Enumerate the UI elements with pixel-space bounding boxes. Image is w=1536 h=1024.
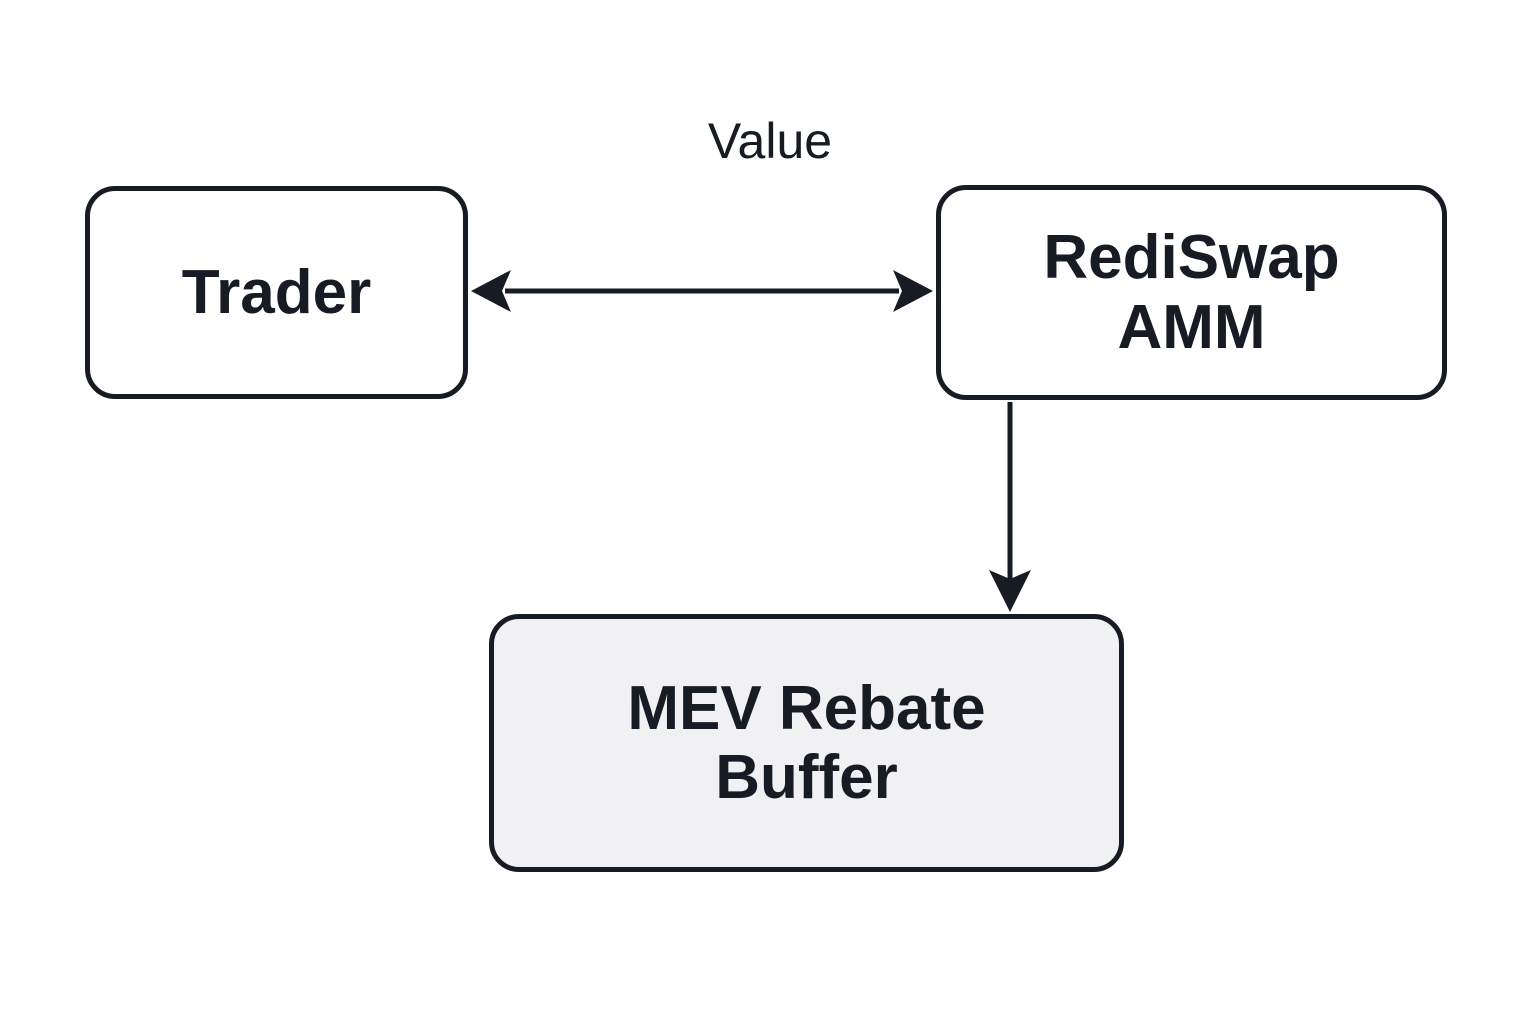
edge-label-value: Value	[707, 113, 833, 169]
node-mev-rebate-buffer-label: MEV Rebate Buffer	[627, 673, 986, 812]
arrowhead-down	[989, 570, 1031, 612]
rediswap-buffer-down-arrow	[989, 402, 1031, 612]
node-trader: Trader	[85, 186, 468, 399]
arrowhead-right	[893, 270, 933, 312]
arrowhead-left	[471, 270, 511, 312]
node-rediswap-amm-label: RediSwap AMM	[1043, 223, 1340, 362]
node-rediswap-amm: RediSwap AMM	[936, 185, 1447, 400]
trader-rediswap-bidirectional-arrow	[471, 270, 933, 312]
node-mev-rebate-buffer: MEV Rebate Buffer	[489, 614, 1124, 872]
node-trader-label: Trader	[181, 257, 372, 327]
